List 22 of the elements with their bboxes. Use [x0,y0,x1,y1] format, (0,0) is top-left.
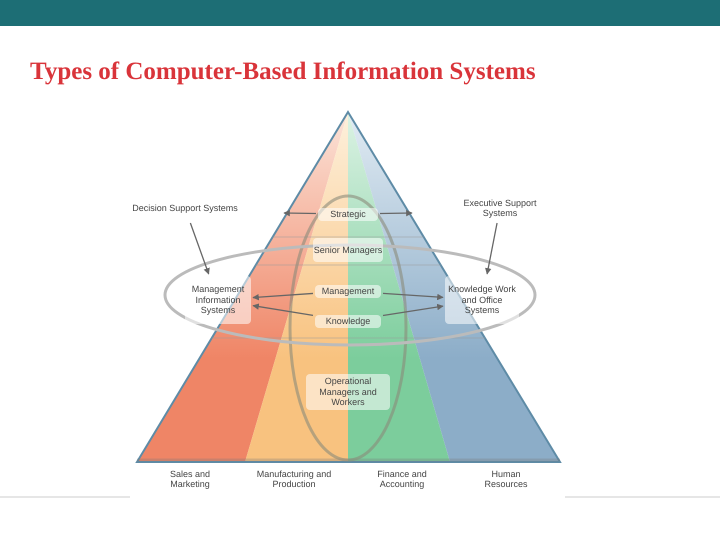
level-label: Knowledge [315,314,381,328]
level-label: Operational Managers and Workers [306,374,390,410]
arrow [382,292,444,300]
arrow [380,210,413,216]
area-label: Manufacturing and Production [249,467,339,491]
arrow [252,303,314,316]
level-label: Decision Support Systems [130,195,240,221]
area-label: Human Resources [471,467,541,491]
level-label: Senior Managers [313,238,383,262]
level-label: Executive Support Systems [455,195,545,221]
arrow [283,210,316,216]
area-label: Finance and Accounting [362,467,442,491]
level-label: Knowledge Work and Office Systems [445,276,519,324]
level-label: Strategic [318,208,378,220]
arrow [485,222,498,275]
arrow [252,292,314,300]
arrow [190,222,210,275]
area-label: Sales and Marketing [155,467,225,491]
slide-title: Types of Computer-Based Information Systems [30,58,536,86]
arrow [382,304,444,316]
level-label: Management [315,284,381,298]
level-label: Management Information Systems [185,276,251,324]
